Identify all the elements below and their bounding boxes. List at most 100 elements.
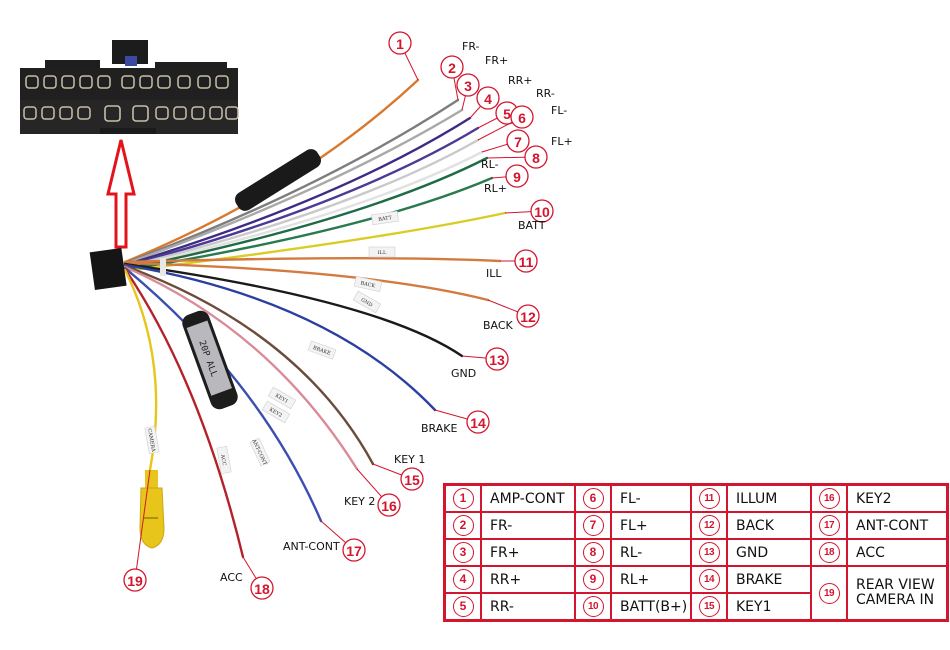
legend-pin-number: 17 bbox=[810, 511, 848, 540]
wire-label-8: RL- bbox=[481, 158, 499, 171]
callout-14: 14 bbox=[466, 410, 490, 434]
pin-number-badge: 11 bbox=[698, 488, 720, 509]
legend-pin-number: 2 bbox=[443, 511, 482, 540]
rca-camera-plug bbox=[139, 470, 165, 549]
legend-pin-number: 8 bbox=[574, 538, 612, 567]
pin-number-badge: 13 bbox=[698, 542, 720, 563]
svg-text:4: 4 bbox=[484, 91, 492, 107]
leader-line bbox=[134, 469, 151, 581]
socket-pin bbox=[121, 75, 135, 89]
callout-3: 3 bbox=[456, 73, 480, 97]
pin-number-badge: 19 bbox=[818, 582, 840, 604]
callout-8: 8 bbox=[524, 145, 548, 169]
legend-pin-function: ILLUM bbox=[726, 483, 812, 513]
socket-pin bbox=[79, 75, 93, 89]
callout-9: 9 bbox=[505, 164, 529, 188]
wire-4 bbox=[123, 116, 472, 267]
pin-number-badge: 8 bbox=[582, 542, 604, 563]
legend-pin-number: 19 bbox=[810, 565, 848, 622]
wire-label-3: FR+ bbox=[485, 54, 508, 67]
svg-text:15: 15 bbox=[404, 472, 420, 488]
socket-pin bbox=[61, 75, 75, 89]
svg-text:7: 7 bbox=[514, 134, 522, 150]
callout-19: 19 bbox=[123, 568, 147, 592]
legend-pin-function: ANT-CONT bbox=[846, 511, 949, 540]
callout-17: 17 bbox=[342, 538, 366, 562]
socket-pin bbox=[139, 75, 153, 89]
wire-label-14: BRAKE bbox=[421, 422, 457, 435]
callout-2: 2 bbox=[440, 55, 464, 79]
legend-pin-function: RR- bbox=[480, 592, 576, 622]
socket-pin bbox=[25, 75, 39, 89]
legend-pin-number: 4 bbox=[443, 565, 482, 594]
socket-pin bbox=[23, 106, 37, 120]
socket-pin bbox=[173, 106, 187, 120]
wire-11 bbox=[123, 257, 502, 264]
harness-plug bbox=[89, 247, 166, 291]
wire-label-16: KEY 2 bbox=[344, 495, 375, 508]
callout-16: 16 bbox=[377, 493, 401, 517]
socket-pin bbox=[177, 75, 191, 89]
wire-label-6: FL- bbox=[551, 104, 567, 117]
wire-tag-cam: CAMERA bbox=[144, 425, 160, 455]
socket-pin bbox=[197, 75, 211, 89]
wire-tag-brake: BRAKE bbox=[307, 340, 337, 360]
wire-label-15: KEY 1 bbox=[394, 453, 425, 466]
wire-14 bbox=[123, 263, 437, 412]
callout-4: 4 bbox=[476, 86, 500, 110]
legend-pin-function: BACK bbox=[726, 511, 812, 540]
camera-label-line2: CAMERA IN bbox=[856, 592, 935, 608]
svg-text:5: 5 bbox=[503, 106, 511, 122]
camera-label-line1: REAR VIEW bbox=[856, 577, 935, 593]
svg-text:14: 14 bbox=[470, 415, 486, 431]
wire-label-9: RL+ bbox=[484, 182, 507, 195]
svg-text:1: 1 bbox=[396, 36, 404, 52]
pin-number-badge: 6 bbox=[582, 488, 604, 509]
socket-pin bbox=[157, 75, 171, 89]
legend-pin-function: RL- bbox=[610, 538, 692, 567]
svg-text:GND: GND bbox=[360, 297, 374, 308]
socket-pin bbox=[59, 106, 73, 120]
legend-pin-function: RR+ bbox=[480, 565, 576, 594]
socket-pin bbox=[191, 106, 205, 120]
pin-number-badge: 4 bbox=[452, 569, 474, 590]
legend-pin-function: RL+ bbox=[610, 565, 692, 594]
svg-text:ACC: ACC bbox=[219, 453, 227, 466]
legend-pin-function: FR+ bbox=[480, 538, 576, 567]
main-fuse-holder: 20P ALL bbox=[182, 310, 238, 410]
connect-arrow-icon bbox=[106, 139, 136, 249]
wire-2 bbox=[123, 98, 460, 265]
svg-text:BACK: BACK bbox=[360, 280, 376, 289]
callout-18: 18 bbox=[250, 576, 274, 600]
socket-pin bbox=[41, 106, 55, 120]
legend-pin-function: KEY2 bbox=[846, 483, 949, 513]
legend-pin-function: BRAKE bbox=[726, 565, 812, 594]
legend-pin-number: 9 bbox=[574, 565, 612, 594]
socket-pin bbox=[209, 106, 223, 120]
wire-label-5: RR- bbox=[536, 87, 555, 100]
callout-10: 10 bbox=[530, 199, 554, 223]
callout-15: 15 bbox=[400, 467, 424, 491]
svg-text:8: 8 bbox=[532, 150, 540, 166]
pin-number-badge: 17 bbox=[818, 515, 840, 536]
callout-1: 1 bbox=[388, 31, 412, 55]
legend-pin-number: 16 bbox=[810, 483, 848, 513]
legend-pin-number: 15 bbox=[690, 592, 728, 622]
wire-16 bbox=[123, 265, 359, 471]
wire-label-7: FL+ bbox=[551, 135, 573, 148]
socket-pin bbox=[77, 106, 91, 120]
wire-9 bbox=[123, 176, 494, 272]
wire-18 bbox=[123, 267, 245, 559]
legend-pin-function: GND bbox=[726, 538, 812, 567]
wire-tag-batt: BATT bbox=[371, 210, 399, 226]
wire-tag-acc: ACC bbox=[216, 445, 232, 475]
wire-label-17: ANT-CONT bbox=[283, 540, 340, 553]
pin-number-badge: 7 bbox=[582, 515, 604, 536]
wire-15 bbox=[123, 264, 375, 466]
wire-8 bbox=[123, 156, 489, 271]
legend-pin-number: 5 bbox=[443, 592, 482, 622]
